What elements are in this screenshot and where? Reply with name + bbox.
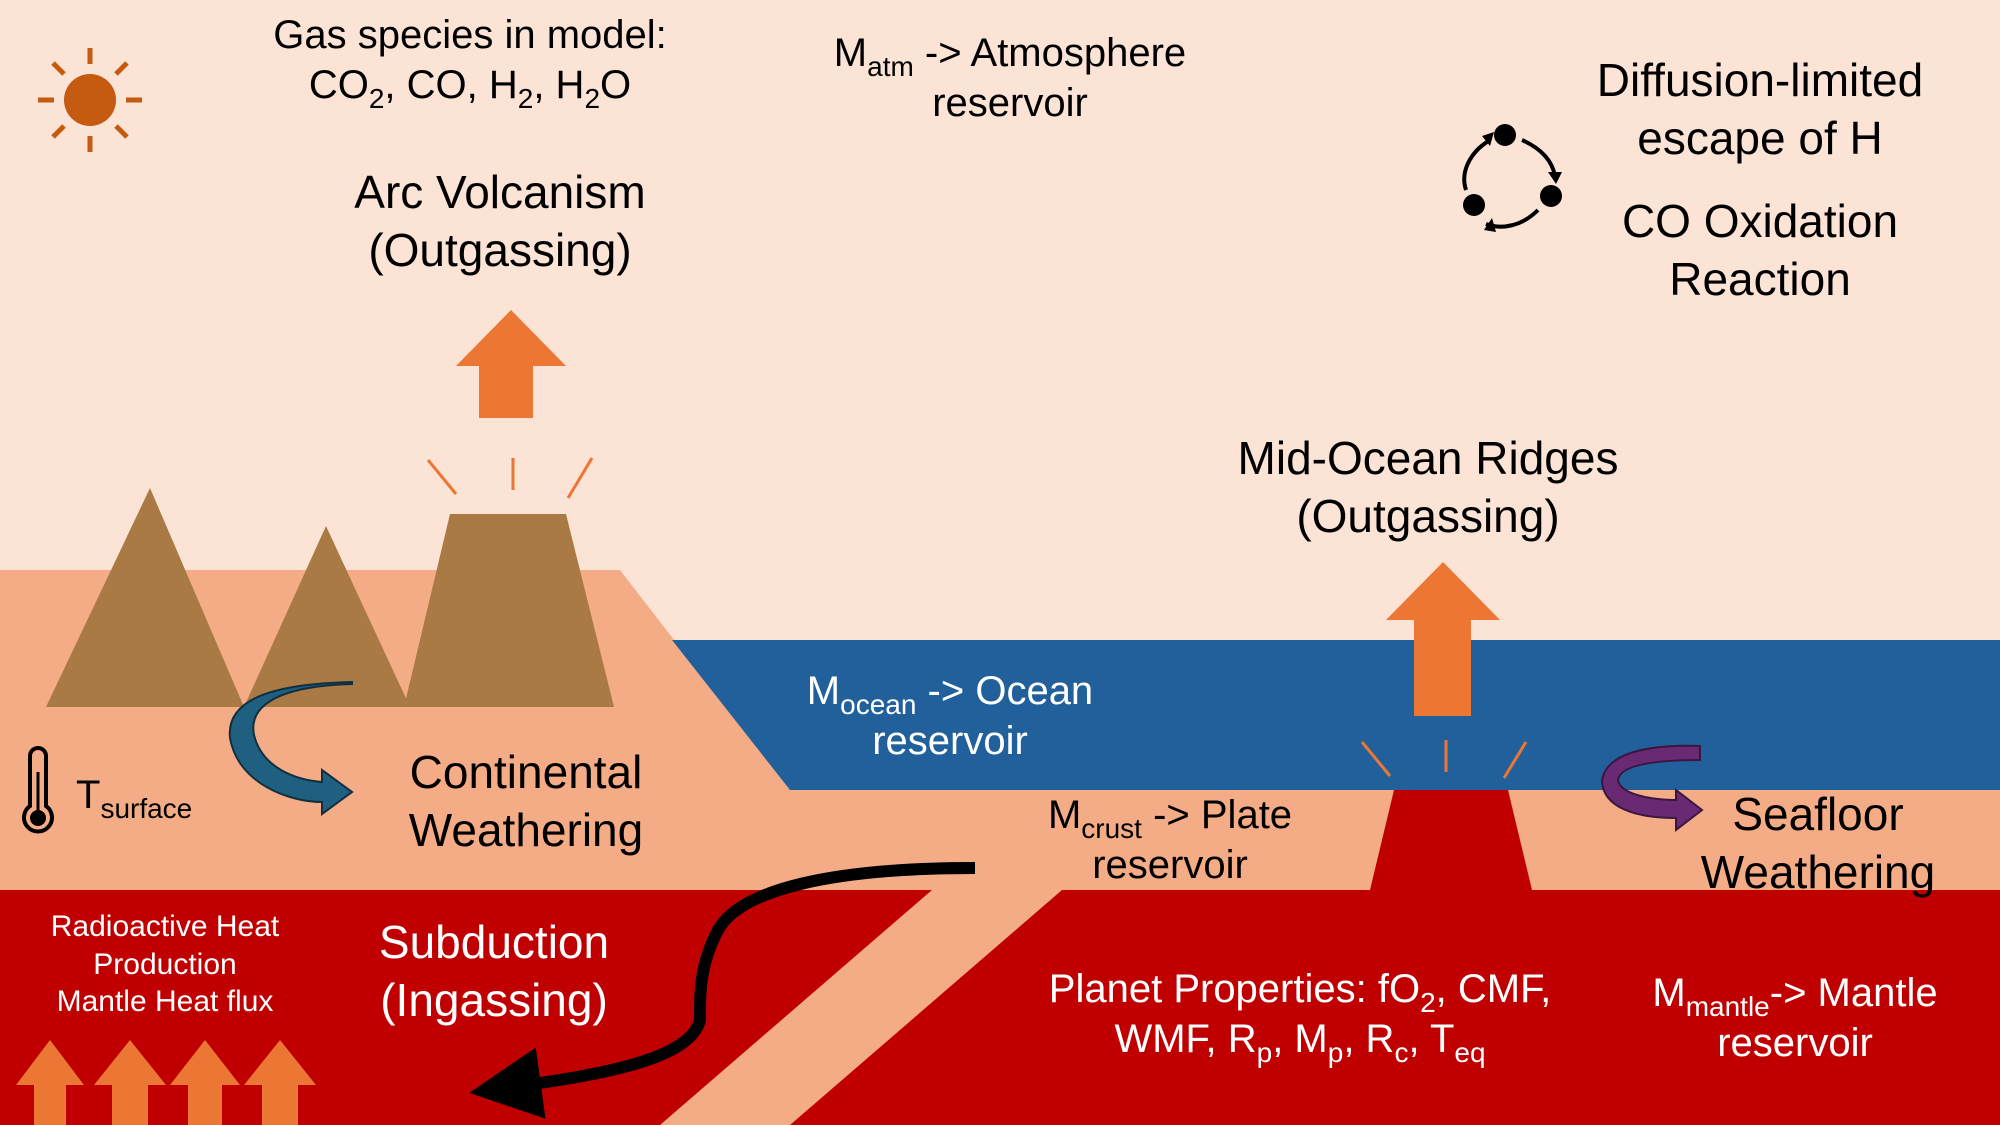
arc-volcanism-label: Arc Volcanism (Outgassing) bbox=[354, 166, 646, 276]
co-oxidation-label: CO Oxidation Reaction bbox=[1621, 195, 1899, 305]
t-surface-label: Tsurface bbox=[76, 773, 193, 824]
sun-icon bbox=[38, 48, 142, 152]
volcano bbox=[404, 514, 614, 707]
arc-outgassing-arrow bbox=[456, 310, 566, 418]
thermometer-icon bbox=[22, 746, 54, 834]
continental-weathering-arrow bbox=[228, 680, 354, 816]
gas-species-list: CO2, CO, H2, H2O bbox=[308, 63, 632, 114]
subduction-label: Subduction (Ingassing) bbox=[378, 916, 610, 1026]
ocean-reservoir-label: Mocean -> Ocean reservoir bbox=[806, 669, 1094, 763]
subduction-arrow bbox=[469, 862, 976, 1119]
ridge-magma bbox=[1370, 790, 1532, 890]
mid-ocean-ridges-label: Mid-Ocean Ridges (Outgassing) bbox=[1237, 432, 1619, 542]
planet-properties-label: Planet Properties: fO2, CMF, WMF, Rp, Mp… bbox=[1048, 967, 1552, 1068]
mountain bbox=[244, 526, 410, 707]
seafloor-weathering-arrow bbox=[1600, 744, 1704, 833]
crust-reservoir-label: Mcrust -> Plate reservoir bbox=[1047, 793, 1293, 887]
atmosphere-reservoir-label: Matm -> Atmosphere reservoir bbox=[833, 31, 1187, 125]
gas-species-title: Gas species in model: CO2, CO, H2, H2O bbox=[200, 10, 740, 114]
ridge-outgassing-arrow bbox=[1386, 562, 1500, 716]
ridge-sparks bbox=[1360, 740, 1528, 779]
volcano-sparks bbox=[426, 457, 594, 499]
heat-production-label: Radioactive Heat Production Mantle Heat … bbox=[50, 910, 280, 1018]
diffusion-escape-label: Diffusion-limited escape of H bbox=[1596, 54, 1924, 164]
cycle-icon bbox=[1462, 124, 1562, 232]
mountain bbox=[46, 488, 244, 707]
heat-flux-arrows bbox=[16, 1040, 316, 1125]
subducting-slab bbox=[660, 890, 1062, 1125]
mantle-reservoir-label: Mmantle-> Mantle reservoir bbox=[1652, 971, 1938, 1065]
seafloor-weathering-label: Seafloor Weathering bbox=[1700, 788, 1936, 898]
continental-weathering-label: Continental Weathering bbox=[408, 746, 644, 856]
